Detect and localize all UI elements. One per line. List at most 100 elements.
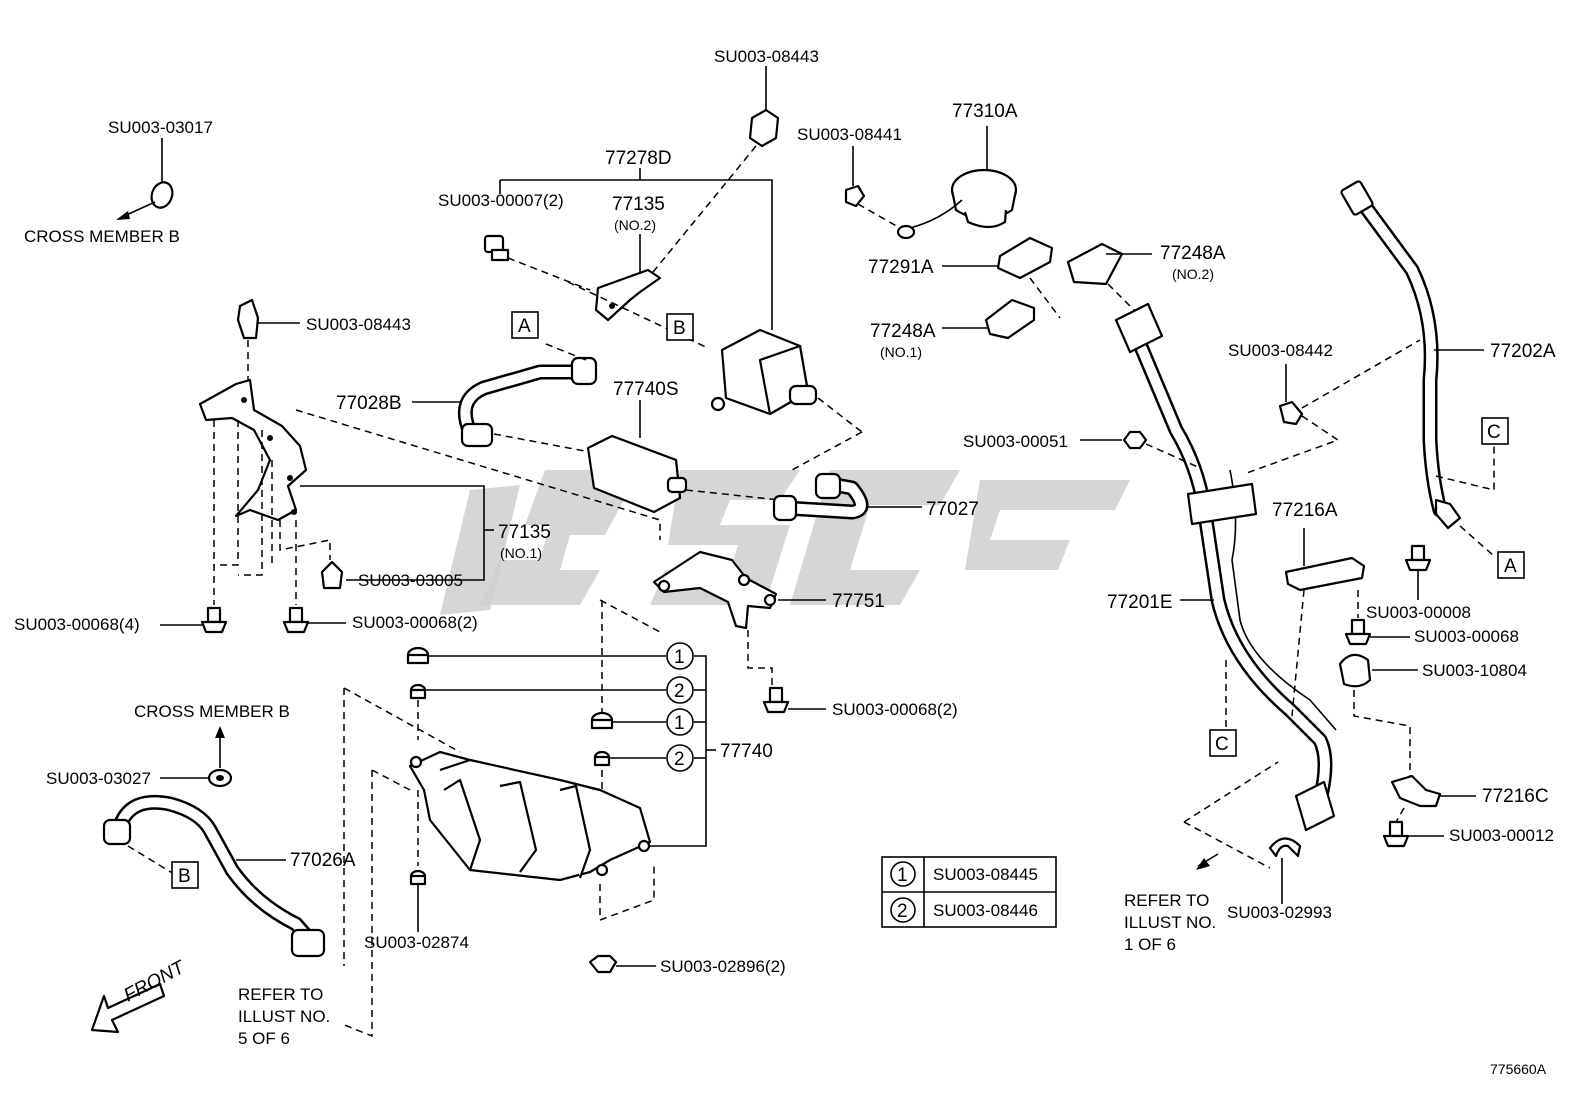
label-77278d: 77278D <box>605 148 672 169</box>
marker-a-right: A <box>1504 556 1517 577</box>
marker-b-top: B <box>673 318 686 339</box>
callout-2b: 2 <box>674 749 685 770</box>
guides-left <box>213 409 661 605</box>
bolt-00068-2b <box>762 686 826 714</box>
bracket-77135-no2 <box>567 268 709 349</box>
label-su003-00012: SU003-00012 <box>1449 826 1554 845</box>
label-77248a-no2: 77248A <box>1160 243 1226 264</box>
bracket-77216c <box>1390 774 1476 823</box>
washer-02874 <box>409 869 427 932</box>
nut-02896 <box>588 954 656 974</box>
label-su003-00007: SU003-00007(2) <box>438 191 564 210</box>
bolt-00008 <box>1404 544 1432 600</box>
filter-77740s <box>586 400 781 514</box>
grommet-03017 <box>116 138 174 220</box>
label-refer-5-line1: REFER TO <box>238 985 323 1004</box>
bracket-77135-no1 <box>198 378 494 581</box>
label-cross-member-b-upper: CROSS MEMBER B <box>24 227 180 246</box>
front-arrow <box>90 982 166 1034</box>
hose-77027 <box>772 472 922 522</box>
label-77216c: 77216C <box>1482 786 1549 807</box>
part-77291a <box>942 236 1061 319</box>
leader-77278d <box>499 168 773 330</box>
canister-77740 <box>341 687 655 1038</box>
label-su003-00068-2a: SU003-00068(2) <box>352 613 478 632</box>
label-su003-08443-mid: SU003-08443 <box>306 315 411 334</box>
labels: SU003-08443 SU003-03017 CROSS MEMBER B 7… <box>14 47 1556 1077</box>
label-su003-08441: SU003-08441 <box>797 125 902 144</box>
legend-num-2: 2 <box>897 901 908 922</box>
label-su003-08442: SU003-08442 <box>1228 341 1333 360</box>
clip-08441 <box>844 146 901 229</box>
legend-num-1: 1 <box>897 865 908 886</box>
part-77248a-no2 <box>1066 242 1152 313</box>
bolt-00012 <box>1382 820 1444 848</box>
label-77028b: 77028B <box>336 393 402 414</box>
label-77135-no2-sub: (NO.2) <box>614 217 656 233</box>
label-77202a: 77202A <box>1490 341 1556 362</box>
label-cross-member-b-lower: CROSS MEMBER B <box>134 702 290 721</box>
label-su003-00068-2b: SU003-00068(2) <box>832 700 958 719</box>
label-su003-10804: SU003-10804 <box>1422 661 1527 680</box>
callout-2a: 2 <box>674 681 685 702</box>
label-77135-no2: 77135 <box>612 194 665 215</box>
nut-00051 <box>1080 430 1201 469</box>
hose-77028b <box>412 343 598 453</box>
bolt-00068-2a <box>282 606 346 634</box>
legend-part-1: SU003-08445 <box>933 865 1038 884</box>
hose-77026a <box>102 794 326 958</box>
label-77216a: 77216A <box>1272 500 1338 521</box>
fuel-cap-77310a <box>896 126 1018 240</box>
label-su003-00008: SU003-00008 <box>1366 603 1471 622</box>
filler-pipe-77201e <box>1114 302 1337 870</box>
clip-08442 <box>1243 339 1421 475</box>
label-su003-03017: SU003-03017 <box>108 118 213 137</box>
hose-77202a <box>1340 180 1495 557</box>
label-refer-5-line3: 5 OF 6 <box>238 1029 290 1048</box>
grommets <box>406 600 716 862</box>
label-77310a: 77310A <box>952 101 1018 122</box>
label-77135-no1: 77135 <box>498 522 551 543</box>
label-refer-5-line2: ILLUST NO. <box>238 1007 330 1026</box>
reference-markers: A B C A C B <box>171 311 1525 889</box>
label-diagram-code: 775660A <box>1490 1061 1547 1077</box>
label-su003-02993: SU003-02993 <box>1227 903 1332 922</box>
label-77291a: 77291A <box>868 257 934 278</box>
label-77248a-no2-sub: (NO.2) <box>1172 266 1214 282</box>
label-77026a: 77026A <box>290 850 356 871</box>
bracket-77751 <box>599 550 826 690</box>
grommet-03027 <box>160 726 233 788</box>
marker-a-left: A <box>518 316 531 337</box>
label-su003-03027: SU003-03027 <box>46 769 151 788</box>
marker-c-right: C <box>1487 422 1501 443</box>
bracket-77216a <box>1284 528 1366 717</box>
bolt-00068-4 <box>160 606 228 634</box>
label-77740: 77740 <box>720 741 773 762</box>
bolt-00068-r <box>1344 590 1410 646</box>
clip-08443-top <box>639 66 780 289</box>
label-77201e: 77201E <box>1107 592 1173 613</box>
clip-03005 <box>320 560 344 590</box>
bolt-00007 <box>483 234 591 291</box>
callout-numbers: 1 2 1 2 <box>666 642 694 772</box>
label-su003-02896: SU003-02896(2) <box>660 957 786 976</box>
label-su003-00068-right: SU003-00068 <box>1414 627 1519 646</box>
grommet-10804 <box>1338 653 1418 780</box>
label-su003-08443-top: SU003-08443 <box>714 47 819 66</box>
label-77740s: 77740S <box>613 379 679 400</box>
label-77027: 77027 <box>926 499 979 520</box>
purge-valve <box>710 328 863 471</box>
label-refer-1-line2: ILLUST NO. <box>1124 913 1216 932</box>
label-su003-00068-4: SU003-00068(4) <box>14 615 140 634</box>
callout-1b: 1 <box>674 713 685 734</box>
marker-b-lower: B <box>178 866 191 887</box>
label-77135-no1-sub: (NO.1) <box>500 545 542 561</box>
marker-c-lower: C <box>1215 734 1229 755</box>
legend-part-2: SU003-08446 <box>933 901 1038 920</box>
label-su003-00051: SU003-00051 <box>963 432 1068 451</box>
label-su003-03005: SU003-03005 <box>358 571 463 590</box>
part-77248a-no1 <box>942 298 1036 340</box>
clamp-02993 <box>1268 837 1302 904</box>
label-refer-1-line3: 1 OF 6 <box>1124 935 1176 954</box>
